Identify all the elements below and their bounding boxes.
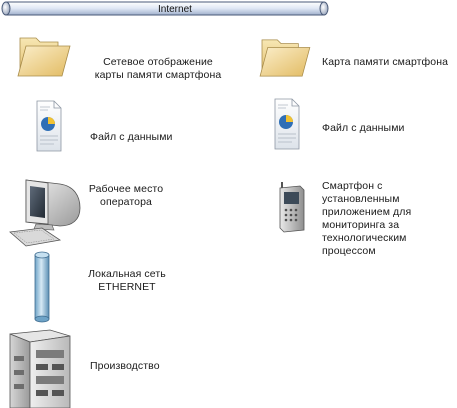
smartphone-label-line1: Смартфон с [322,180,383,192]
network-mapping-label: Сетевое отображение карты памяти смартфо… [84,56,232,82]
workstation-icon [8,178,88,248]
memory-card-label: Карта памяти смартфона [322,56,449,68]
workstation-label-line1: Рабочее место [88,183,164,195]
network-mapping-label-line1: Сетевое отображение [103,56,213,68]
lan-pipe-icon [34,251,50,323]
folder-icon-right [256,36,312,80]
lan-label-line2: ETHERNET [98,281,156,293]
smartphone-label-line2: установленным [322,193,400,205]
left-data-file-label: Файл с данными [90,131,173,143]
folder-icon [14,34,72,80]
internet-bus [0,0,457,20]
workstation-label: Рабочее место оператора [82,183,170,209]
smartphone-icon [276,176,308,233]
smartphone-label-line3: приложением для [322,206,412,218]
data-file-icon [36,100,62,152]
smartphone-label-line6: процессом [322,245,376,257]
right-data-file-label: Файл с данными [322,122,405,134]
server-cabinet-icon [8,326,74,408]
smartphone-label-line5: технологическим [322,232,407,244]
smartphone-label-line4: мониторинга за [322,219,400,231]
network-mapping-label-line2: карты памяти смартфона [94,69,222,81]
lan-label: Локальная сеть ETHERNET [84,268,170,294]
workstation-label-line2: оператора [100,196,152,208]
internet-bus-label: Internet [158,4,192,15]
smartphone-label: Смартфон с установленным приложением для… [322,180,411,258]
lan-label-line1: Локальная сеть [88,268,166,280]
data-file-icon-right [274,98,300,150]
production-label: Производство [90,360,160,372]
